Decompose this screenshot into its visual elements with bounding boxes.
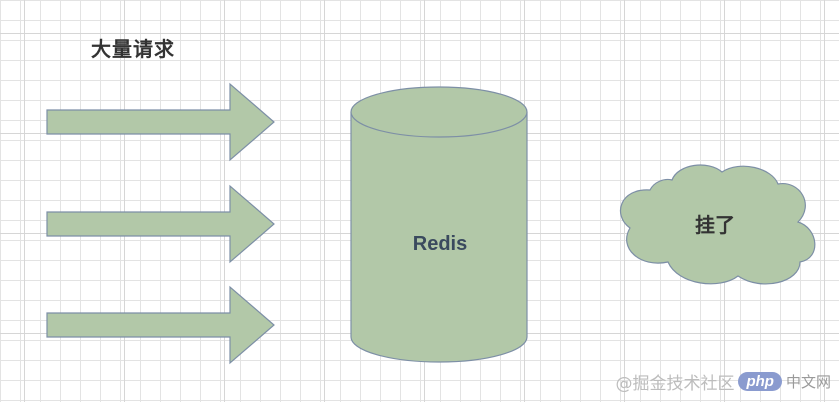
watermark-site-text: 中文网 (785, 373, 831, 391)
watermark: @掘金技术社区 php 中文网 (615, 369, 831, 394)
failure-label: 挂了 (695, 213, 735, 237)
php-logo: php (738, 372, 782, 391)
request-arrow-2 (46, 184, 275, 264)
requests-title: 大量请求 (91, 37, 175, 61)
redis-cylinder (350, 86, 528, 363)
request-arrow-1 (46, 82, 275, 162)
redis-label: Redis (412, 233, 468, 255)
watermark-text: @掘金技术社区 (615, 374, 735, 394)
request-arrow-3 (46, 285, 275, 365)
failure-cloud (619, 164, 816, 285)
